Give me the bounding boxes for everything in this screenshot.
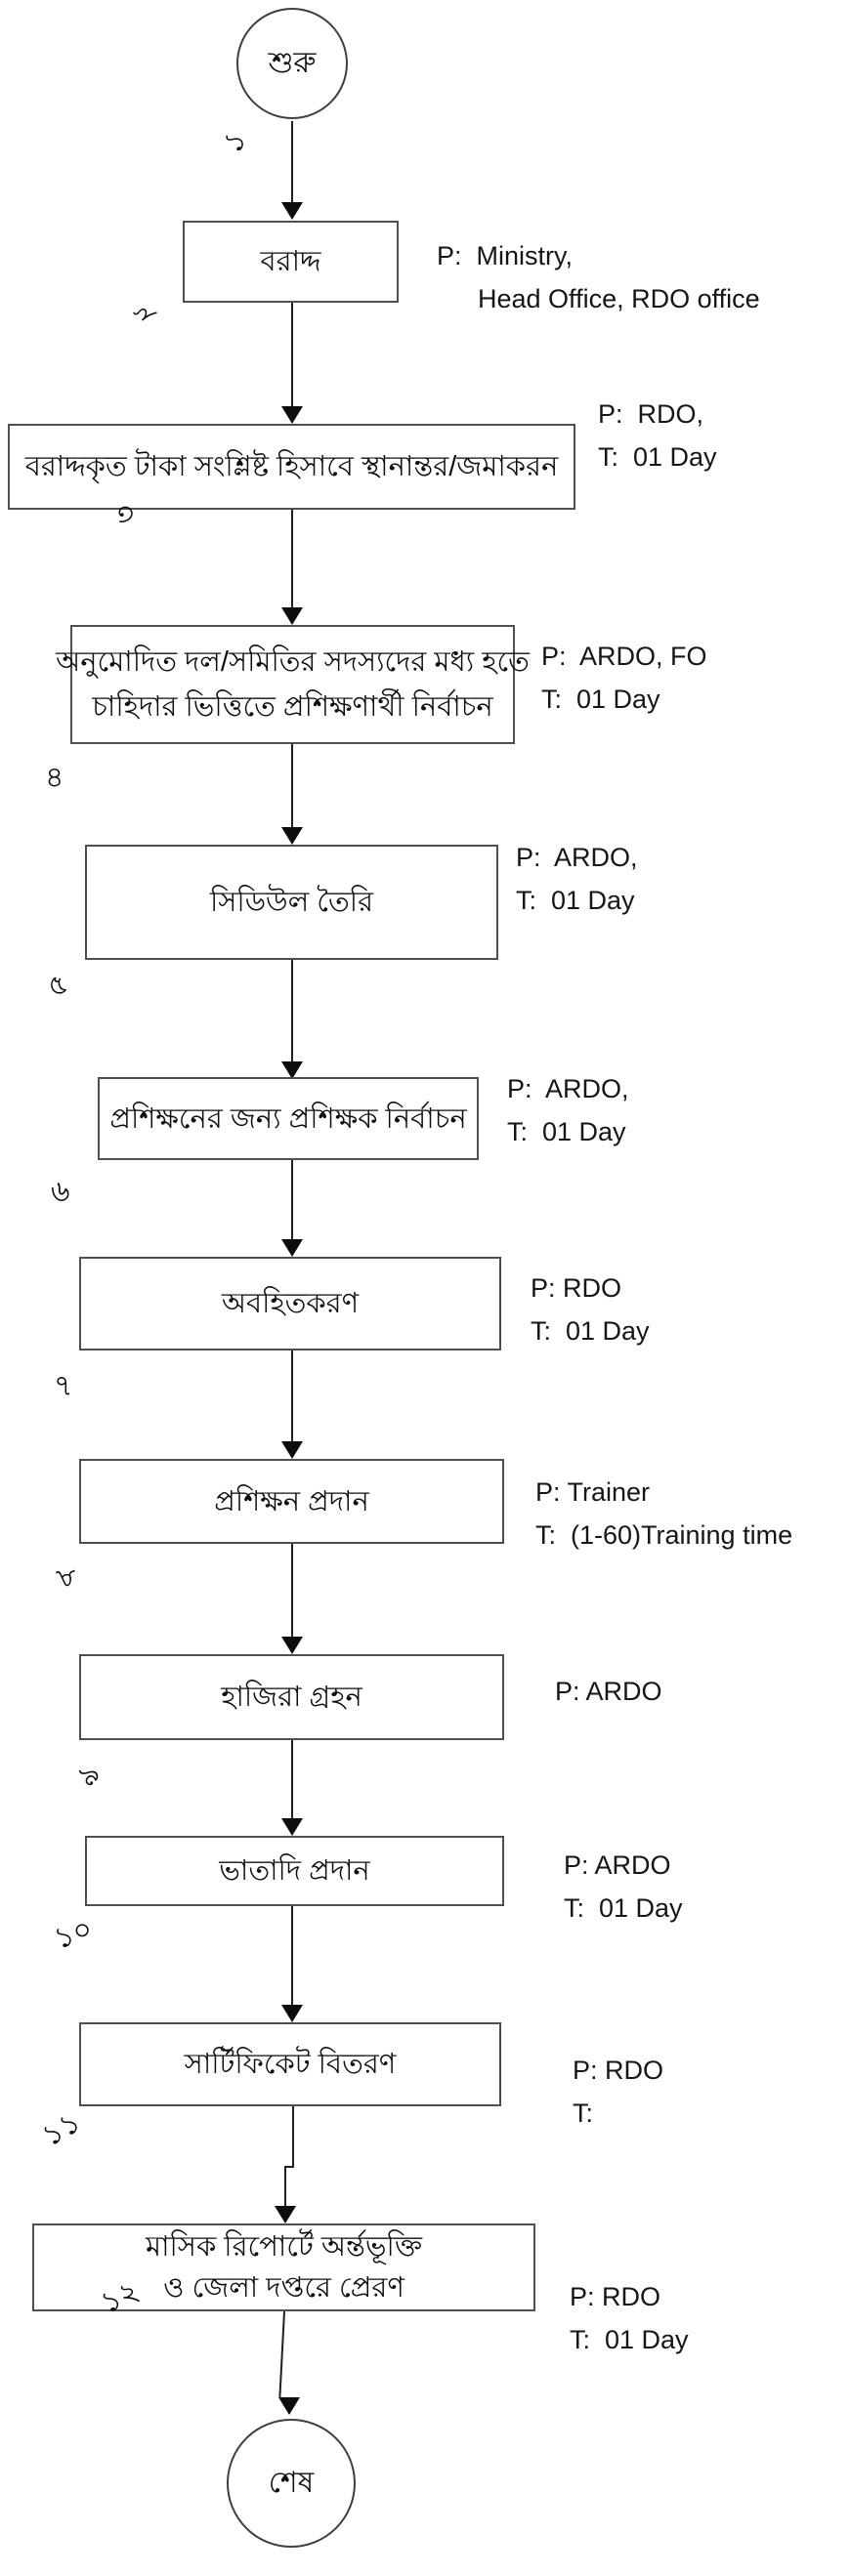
process-node-label: প্রশিক্ষন প্রদান xyxy=(214,1485,369,1517)
note-line: T: 01 Day xyxy=(598,442,717,472)
connector-line-11a xyxy=(292,2106,294,2168)
connector-line-5 xyxy=(291,960,293,1061)
note-line: T: 01 Day xyxy=(570,2325,689,2354)
connector-line-11c xyxy=(284,2166,286,2208)
arrowhead-9 xyxy=(281,1818,303,1836)
note-line: P: Trainer xyxy=(535,1477,651,1507)
note-notification: P: RDO T: 01 Day xyxy=(531,1267,650,1352)
process-node-notification: অবহিতকরণ xyxy=(79,1257,501,1350)
note-line: Head Office, RDO office xyxy=(478,284,760,313)
note-line: T: 01 Day xyxy=(516,886,635,915)
connector-label-6: ৬ xyxy=(51,1176,70,1208)
note-line: T: 01 Day xyxy=(564,1893,683,1923)
connector-line-12 xyxy=(278,2311,285,2397)
note-line: T: xyxy=(573,2098,594,2128)
note-line: P: ARDO xyxy=(555,1677,662,1706)
note-line: P: RDO xyxy=(531,1273,622,1303)
arrowhead-2 xyxy=(281,406,303,424)
connector-label-8: ৮ xyxy=(52,1558,84,1596)
arrowhead-1 xyxy=(281,202,303,220)
process-node-label: চাহিদার ভিত্তিতে প্রশিক্ষণার্থী নির্বাচন xyxy=(92,691,493,723)
process-node-allowance: ভাতাদি প্রদান xyxy=(85,1836,504,1906)
connector-label-10: ১০ xyxy=(50,1912,98,1956)
connector-line-3 xyxy=(291,510,293,607)
note-allowance: P: ARDO T: 01 Day xyxy=(564,1844,683,1930)
connector-line-9 xyxy=(291,1740,293,1818)
connector-line-4 xyxy=(291,744,293,827)
connector-line-8 xyxy=(291,1544,293,1637)
end-node-label: শেষ xyxy=(268,2466,315,2499)
connector-label-4: ৪ xyxy=(45,762,64,794)
note-line: P: ARDO, xyxy=(516,843,638,872)
end-node: শেষ xyxy=(227,2419,356,2548)
connector-line-1 xyxy=(291,121,293,203)
start-node-label: শুরু xyxy=(268,46,317,79)
note-schedule: P: ARDO, T: 01 Day xyxy=(516,836,638,922)
connector-line-6 xyxy=(291,1160,293,1239)
arrowhead-11 xyxy=(275,2206,296,2223)
connector-label-7: ৭ xyxy=(54,1370,73,1402)
note-line: P: Ministry, xyxy=(437,241,574,270)
note-line: P: ARDO, FO xyxy=(541,642,707,671)
process-node-label: ভাতাদি প্রদান xyxy=(219,1855,370,1887)
note-line: P: RDO, xyxy=(598,399,704,429)
note-attendance: P: ARDO xyxy=(555,1670,662,1713)
connector-label-9: ৯ xyxy=(71,1756,107,1794)
process-node-monthly-report: মাসিক রিপোর্টে অর্ন্তভূক্তি ও জেলা দপ্তর… xyxy=(32,2223,535,2311)
note-line: T: 01 Day xyxy=(531,1316,650,1346)
arrowhead-12 xyxy=(278,2397,300,2415)
arrowhead-7 xyxy=(281,1441,303,1459)
note-certificate: P: RDO T: xyxy=(573,2049,663,2135)
process-node-label: অবহিতকরণ xyxy=(221,1288,360,1319)
note-line: P: ARDO, xyxy=(507,1074,629,1103)
process-node-label: মাসিক রিপোর্টে অর্ন্তভূক্তি xyxy=(146,2231,422,2263)
arrowhead-8 xyxy=(281,1637,303,1654)
connector-line-10 xyxy=(291,1906,293,2005)
note-fund-transfer: P: RDO, T: 01 Day xyxy=(598,393,717,478)
process-node-label: ও জেলা দপ্তরে প্রেরণ xyxy=(163,2272,404,2304)
arrowhead-5 xyxy=(281,1061,303,1079)
process-node-label: হাজিরা গ্রহন xyxy=(221,1682,362,1713)
connector-label-5: ৫ xyxy=(40,967,75,1005)
note-line: P: RDO xyxy=(573,2056,664,2085)
process-node-trainer-selection: প্রশিক্ষনের জন্য প্রশিক্ষক নির্বাচন xyxy=(98,1077,479,1160)
process-node-certificate: সার্টিফিকেট বিতরণ xyxy=(79,2022,501,2106)
process-node-label: বরাদ্দ xyxy=(260,246,321,277)
process-node-training: প্রশিক্ষন প্রদান xyxy=(79,1459,504,1544)
connector-label-11: ১১ xyxy=(36,2105,87,2153)
process-node-label: অনুমোদিত দল/সমিতির সদস্যদের মধ্য হতে xyxy=(56,646,530,678)
process-node-allocation: বরাদ্দ xyxy=(183,221,399,303)
arrowhead-4 xyxy=(281,827,303,845)
arrowhead-10 xyxy=(281,2005,303,2022)
process-node-label: সার্টিফিকেট বিতরণ xyxy=(184,2049,397,2080)
note-line: T: 01 Day xyxy=(541,685,660,714)
connector-label-1: ১ xyxy=(218,122,254,160)
process-node-label: সিডিউল তৈরি xyxy=(209,887,374,918)
process-node-attendance: হাজিরা গ্রহন xyxy=(79,1654,504,1740)
process-node-label: বরাদ্দকৃত টাকা সংশ্লিষ্ট হিসাবে স্থানান্… xyxy=(24,451,559,482)
note-training: P: Trainer T: (1-60)Training time xyxy=(535,1471,792,1557)
start-node: শুরু xyxy=(236,8,348,119)
note-monthly-report: P: RDO T: 01 Day xyxy=(570,2275,689,2361)
note-line: T: 01 Day xyxy=(507,1117,626,1146)
note-line: P: ARDO xyxy=(564,1850,671,1880)
process-node-fund-transfer: বরাদ্দকৃত টাকা সংশ্লিষ্ট হিসাবে স্থানান্… xyxy=(8,424,575,510)
connector-line-7 xyxy=(291,1350,293,1441)
note-allocation: P: Ministry, Head Office, RDO office xyxy=(437,234,760,320)
process-node-schedule: সিডিউল তৈরি xyxy=(85,845,498,960)
note-trainee-selection: P: ARDO, FO T: 01 Day xyxy=(541,635,707,721)
note-line: P: RDO xyxy=(570,2282,661,2311)
connector-line-2 xyxy=(291,303,293,406)
arrowhead-6 xyxy=(281,1239,303,1257)
arrowhead-3 xyxy=(281,607,303,625)
process-node-label: প্রশিক্ষনের জন্য প্রশিক্ষক নির্বাচন xyxy=(109,1102,467,1135)
note-trainer-selection: P: ARDO, T: 01 Day xyxy=(507,1067,629,1153)
process-node-trainee-selection: অনুমোদিত দল/সমিতির সদস্যদের মধ্য হতে চাহ… xyxy=(56,625,530,744)
connector-line-11b xyxy=(284,2166,294,2168)
connector-label-2: ২ xyxy=(124,298,162,329)
note-line: T: (1-60)Training time xyxy=(535,1520,793,1550)
